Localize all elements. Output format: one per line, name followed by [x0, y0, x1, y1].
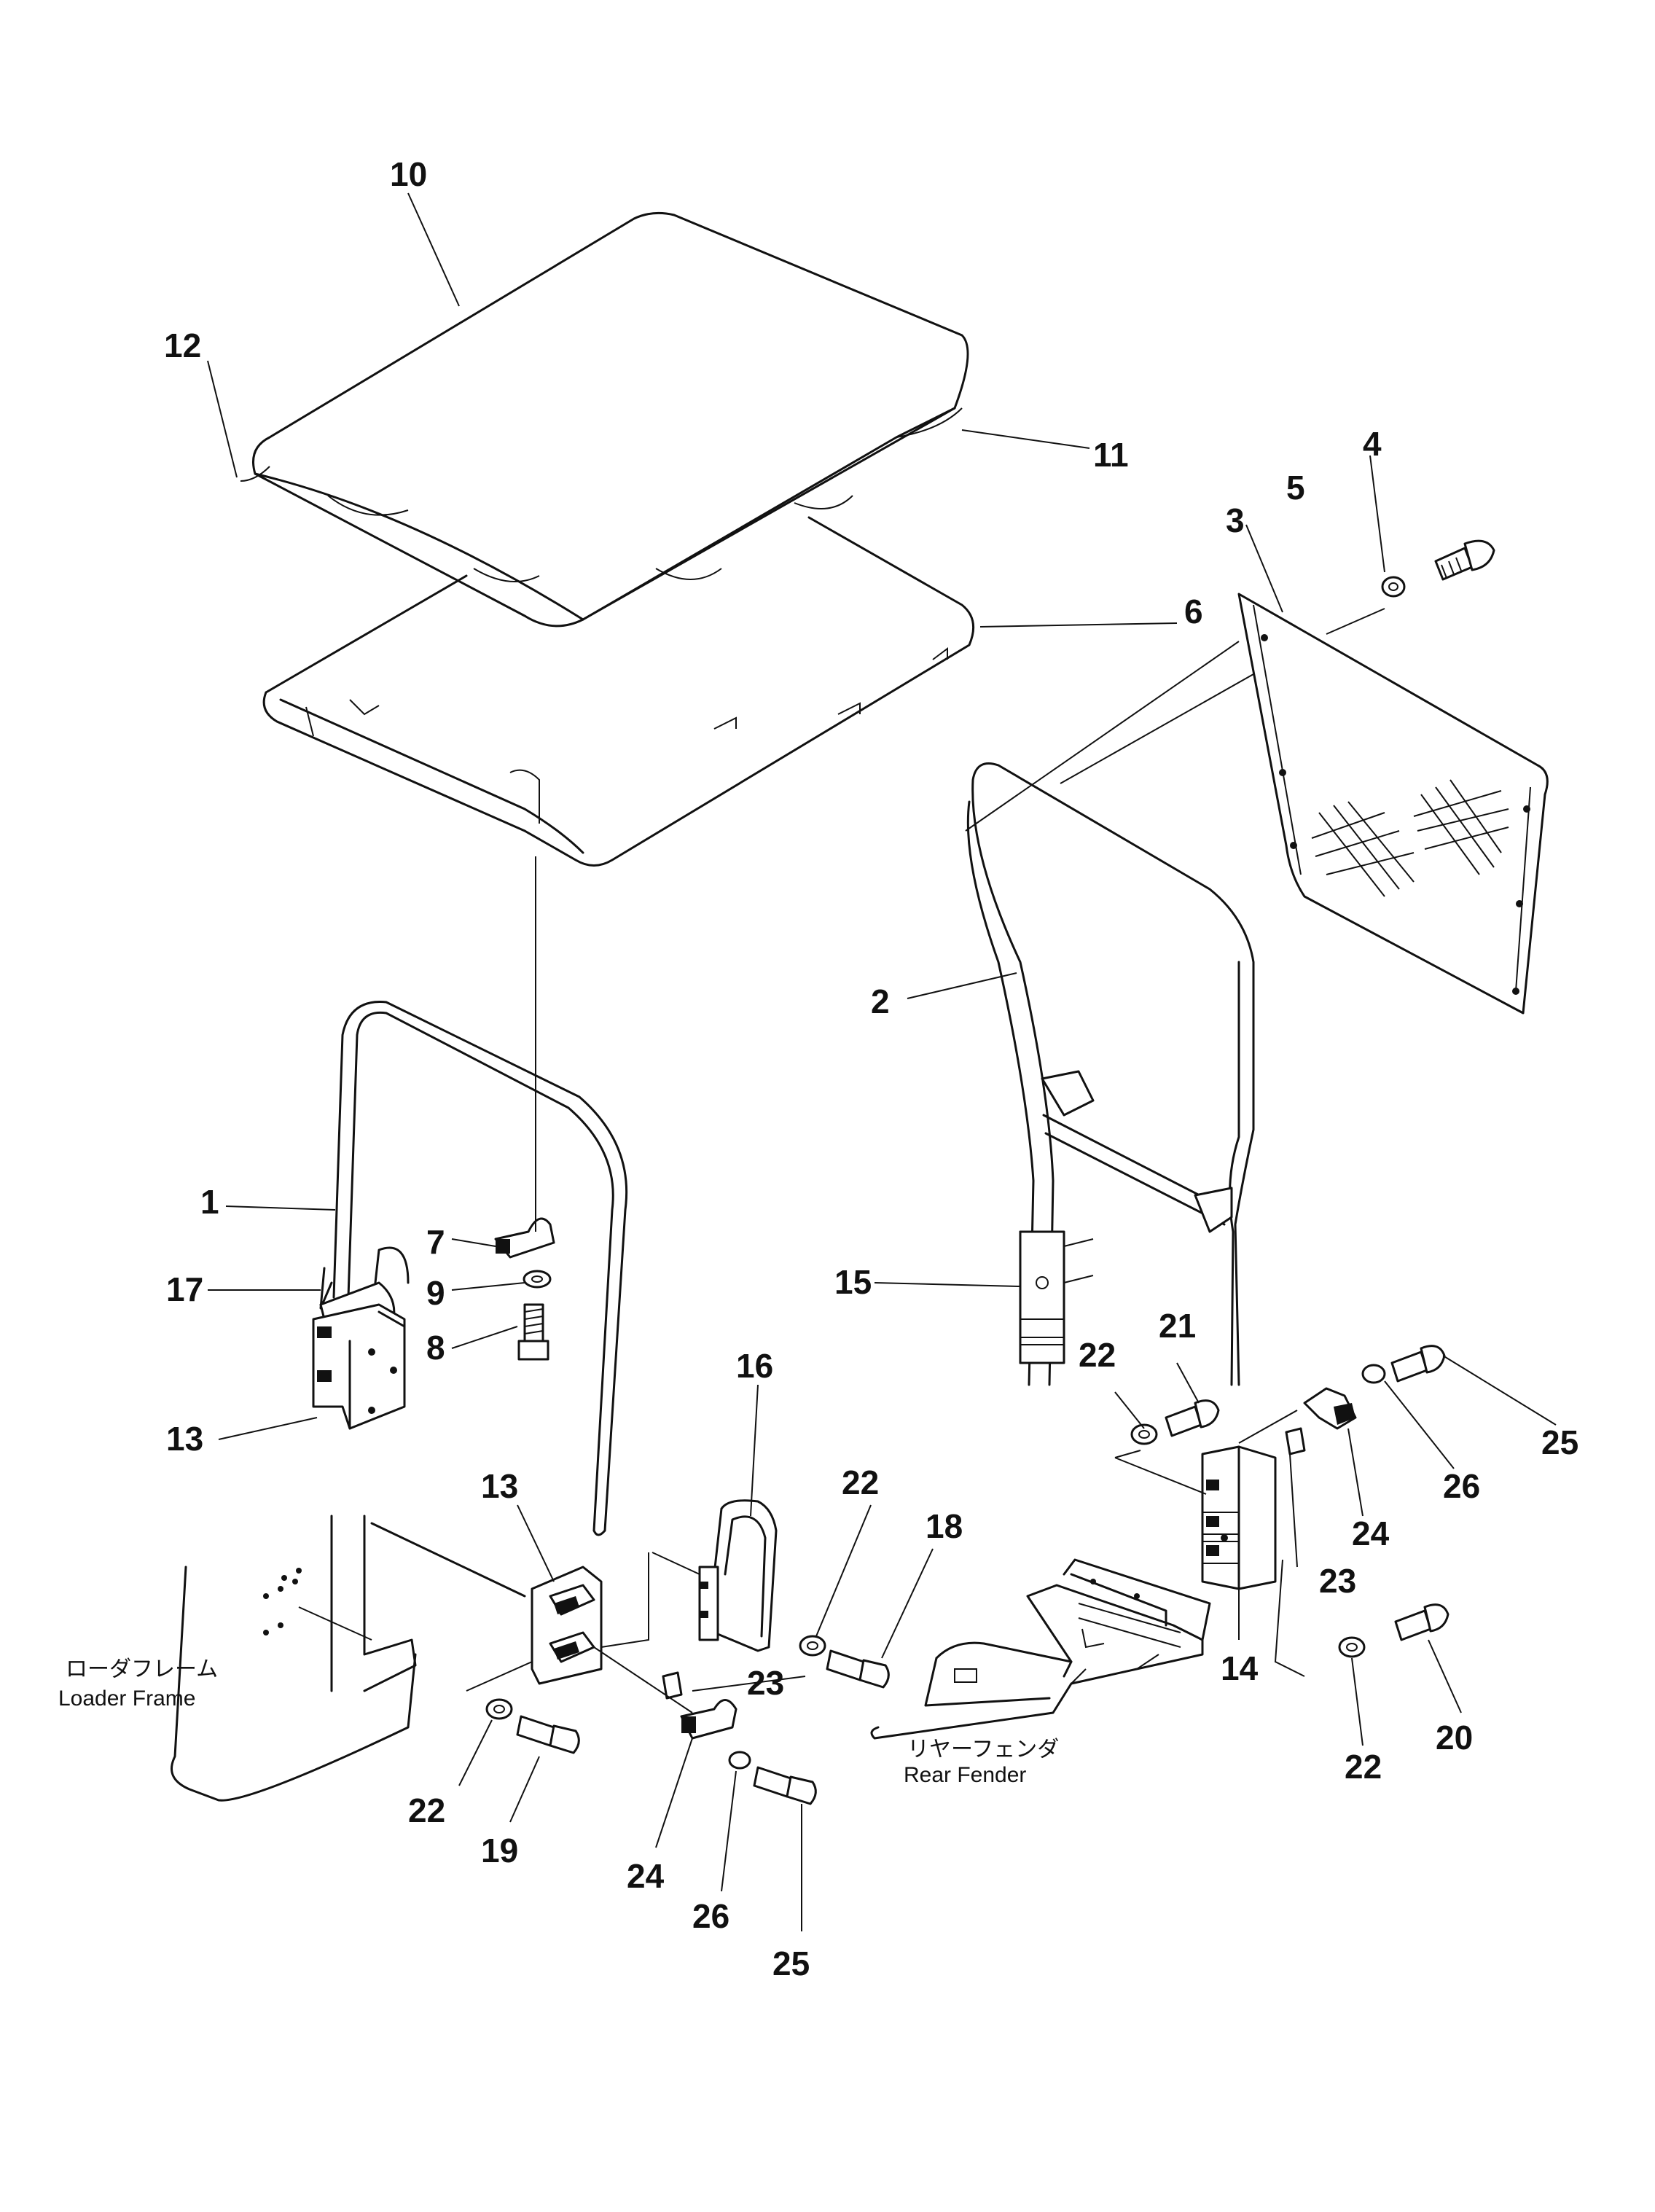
clamp-24-a — [680, 1699, 737, 1740]
loader-frame-en-label: Loader Frame — [58, 1687, 195, 1711]
leader-lines — [207, 192, 1557, 1931]
rear-fender — [870, 1558, 1211, 1740]
callout-18: 18 — [926, 1507, 963, 1545]
roof-cover — [240, 211, 969, 628]
callout-19: 19 — [481, 1832, 518, 1869]
washer-26-b — [1361, 1364, 1386, 1384]
callout-13-b: 13 — [481, 1467, 518, 1505]
bolt-19 — [516, 1715, 580, 1754]
washer-22-b — [485, 1698, 513, 1720]
bracket-13-lower — [531, 1566, 603, 1685]
callout-17: 17 — [166, 1270, 203, 1308]
callout-14: 14 — [1221, 1649, 1259, 1687]
bolt-18 — [826, 1649, 890, 1689]
callout-26-b: 26 — [692, 1897, 729, 1935]
rear-fender-en-label: Rear Fender — [904, 1763, 1026, 1787]
bolt-25-b — [1390, 1345, 1446, 1383]
callout-5: 5 — [1286, 469, 1305, 507]
washer-22-c — [1130, 1423, 1158, 1445]
clamp-24-b — [1303, 1387, 1357, 1430]
callout-10: 10 — [390, 155, 427, 193]
callout-7: 7 — [426, 1223, 445, 1261]
callout-4: 4 — [1363, 425, 1382, 463]
cap-23-a — [662, 1671, 683, 1700]
mesh-screen — [1237, 593, 1549, 1015]
callout-8: 8 — [426, 1329, 445, 1367]
bolt-21 — [1165, 1399, 1220, 1437]
callout-26-a: 26 — [1443, 1467, 1480, 1505]
washer-22-a — [799, 1635, 826, 1657]
cap-23-b — [1285, 1427, 1306, 1455]
callout-11: 11 — [1093, 436, 1129, 474]
callout-6: 6 — [1184, 593, 1203, 630]
callout-25-a: 25 — [1541, 1423, 1578, 1461]
roof-frame — [262, 516, 975, 867]
callout-22-c: 22 — [1345, 1748, 1382, 1786]
callout-3: 3 — [1226, 501, 1245, 539]
callout-16: 16 — [736, 1347, 773, 1385]
rear-fender-jp-label: リヤーフェンダ — [907, 1738, 1059, 1762]
callout-24-b: 24 — [627, 1857, 665, 1895]
callout-2: 2 — [871, 982, 890, 1020]
loader-frame-jp-label: ローダフレーム — [66, 1657, 218, 1681]
rear-frame — [966, 762, 1255, 1386]
callout-22-d: 22 — [408, 1791, 445, 1829]
bolt-20 — [1394, 1603, 1449, 1641]
callouts: 10 12 11 4 5 3 6 2 1 7 17 9 8 13 15 21 2… — [164, 155, 1578, 1982]
front-frame — [312, 1001, 628, 1536]
bolt-8 — [517, 1303, 549, 1361]
callout-22-b: 22 — [842, 1463, 879, 1501]
washer-9 — [523, 1270, 552, 1289]
callout-22-a: 22 — [1079, 1336, 1116, 1374]
callout-23-a: 23 — [1319, 1562, 1356, 1600]
callout-25-b: 25 — [772, 1945, 810, 1982]
bracket-14 — [1201, 1445, 1277, 1590]
washer-5 — [1381, 576, 1406, 598]
clamp-7 — [494, 1217, 555, 1259]
loader-frame — [171, 1515, 526, 1802]
callout-12: 12 — [164, 327, 201, 364]
bracket-16 — [698, 1499, 778, 1652]
washer-22-d — [1338, 1636, 1366, 1658]
callout-15: 15 — [834, 1263, 872, 1301]
callout-9: 9 — [426, 1274, 445, 1312]
callout-13-a: 13 — [166, 1420, 203, 1458]
callout-20: 20 — [1436, 1719, 1473, 1756]
bolt-25-a — [753, 1766, 817, 1805]
callout-1: 1 — [200, 1183, 219, 1221]
washer-26-a — [728, 1751, 751, 1770]
callout-24-a: 24 — [1352, 1515, 1390, 1552]
bolt-4 — [1434, 539, 1495, 581]
callout-21: 21 — [1159, 1307, 1196, 1345]
callout-23-b: 23 — [747, 1664, 784, 1702]
